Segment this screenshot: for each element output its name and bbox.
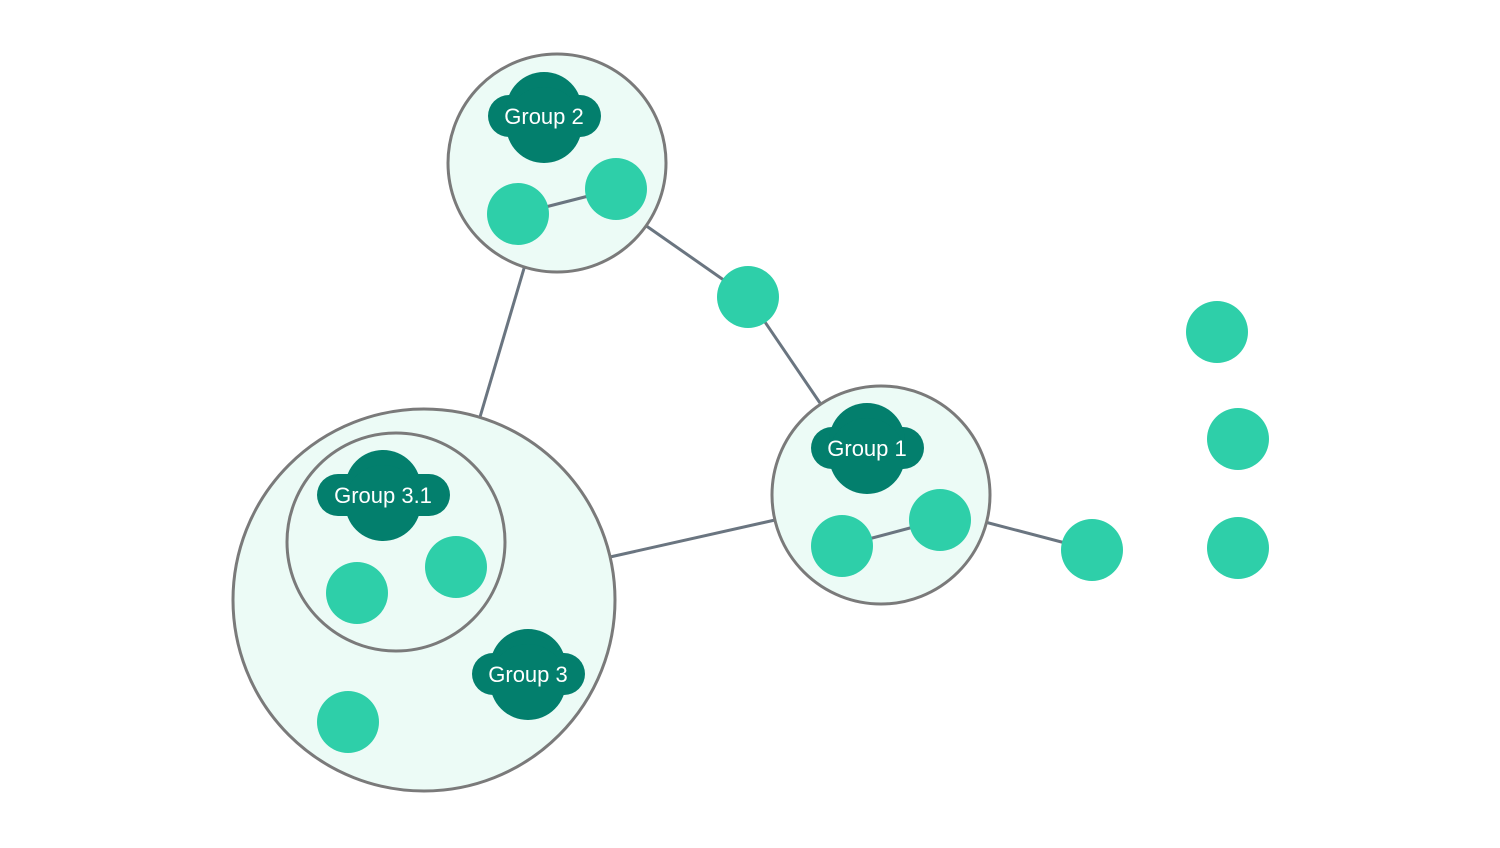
node-isolated-bottom[interactable]	[1207, 517, 1269, 579]
node-group3-1-a[interactable]	[326, 562, 388, 624]
group-label-3-1-text: Group 3.1	[334, 483, 432, 508]
group-label-1-text: Group 1	[827, 436, 907, 461]
node-group1-a[interactable]	[811, 515, 873, 577]
node-outer-right[interactable]	[1061, 519, 1123, 581]
node-isolated-top[interactable]	[1186, 301, 1248, 363]
group-label-1[interactable]: Group 1	[811, 403, 924, 494]
group-label-2-shape	[488, 72, 601, 163]
group-label-3-1-shape	[317, 450, 450, 541]
node-bridge[interactable]	[717, 266, 779, 328]
group-label-3-text: Group 3	[488, 662, 568, 687]
edge-group2-group3[interactable]	[478, 264, 527, 418]
group-label-2-text: Group 2	[504, 104, 584, 129]
group-label-2[interactable]: Group 2	[488, 72, 601, 163]
nodes	[317, 158, 1269, 753]
node-group3-a[interactable]	[317, 691, 379, 753]
edge-group3-group1[interactable]	[609, 518, 776, 559]
node-group3-1-b[interactable]	[425, 536, 487, 598]
group-label-1-shape	[811, 403, 924, 494]
node-isolated-middle[interactable]	[1207, 408, 1269, 470]
node-group2-a[interactable]	[487, 183, 549, 245]
group-label-3-1[interactable]: Group 3.1	[317, 450, 450, 541]
group-label-3[interactable]: Group 3	[472, 629, 585, 720]
group-label-3-shape	[472, 629, 585, 720]
node-group2-b[interactable]	[585, 158, 647, 220]
node-group1-b[interactable]	[909, 489, 971, 551]
